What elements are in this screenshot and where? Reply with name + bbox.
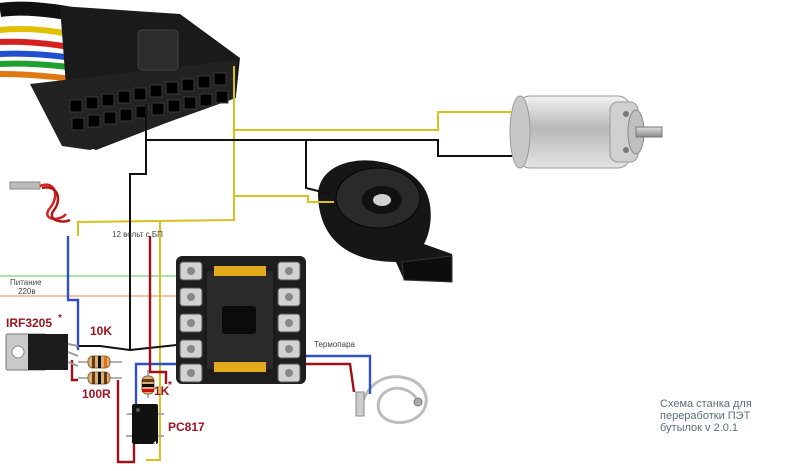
mosfet-star: * (58, 313, 62, 324)
resistor-1k-star: * (168, 380, 172, 391)
resistor-100r-label: 100R (82, 387, 111, 401)
mains-label-line1: Питание (10, 278, 42, 287)
resistor-1k-label: 1K (154, 384, 170, 398)
opto-pin4-label: 4 (152, 440, 158, 450)
opto-pin3-label: 3 (124, 436, 130, 446)
psu-12v-label: 12 вольт с БП (112, 230, 163, 239)
opto-pin2-label: 2 (124, 408, 130, 418)
thermocouple-label: Термопара (314, 340, 355, 349)
resistor-1k (141, 370, 155, 398)
resistor-10k-label: 10K (90, 324, 113, 338)
mains-label-line2: 220в (18, 287, 36, 296)
wire-red (70, 236, 356, 464)
resistor-10k (78, 355, 122, 369)
controller-socket (176, 256, 306, 384)
temperature-probe (9, 181, 71, 223)
mosfet-transistor (5, 333, 79, 371)
wire-yellow (77, 66, 512, 461)
opto-pin1-label: 1 (124, 398, 130, 408)
caption-line2: переработки ПЭТ (660, 410, 751, 422)
dc-motor (509, 95, 663, 169)
optocoupler-label: PC817 (168, 420, 205, 434)
blower-fan (318, 160, 453, 283)
optocoupler-chip (126, 404, 164, 444)
atx-power-connector (0, 1, 240, 150)
thermocouple-probe (355, 375, 428, 425)
mosfet-label: IRF3205 (6, 316, 53, 330)
caption-line3: бутылок v 2.0.1 (660, 422, 739, 434)
resistor-100r (78, 371, 122, 385)
wire-black (76, 104, 512, 352)
caption-line1: Схема станка для (660, 398, 752, 410)
